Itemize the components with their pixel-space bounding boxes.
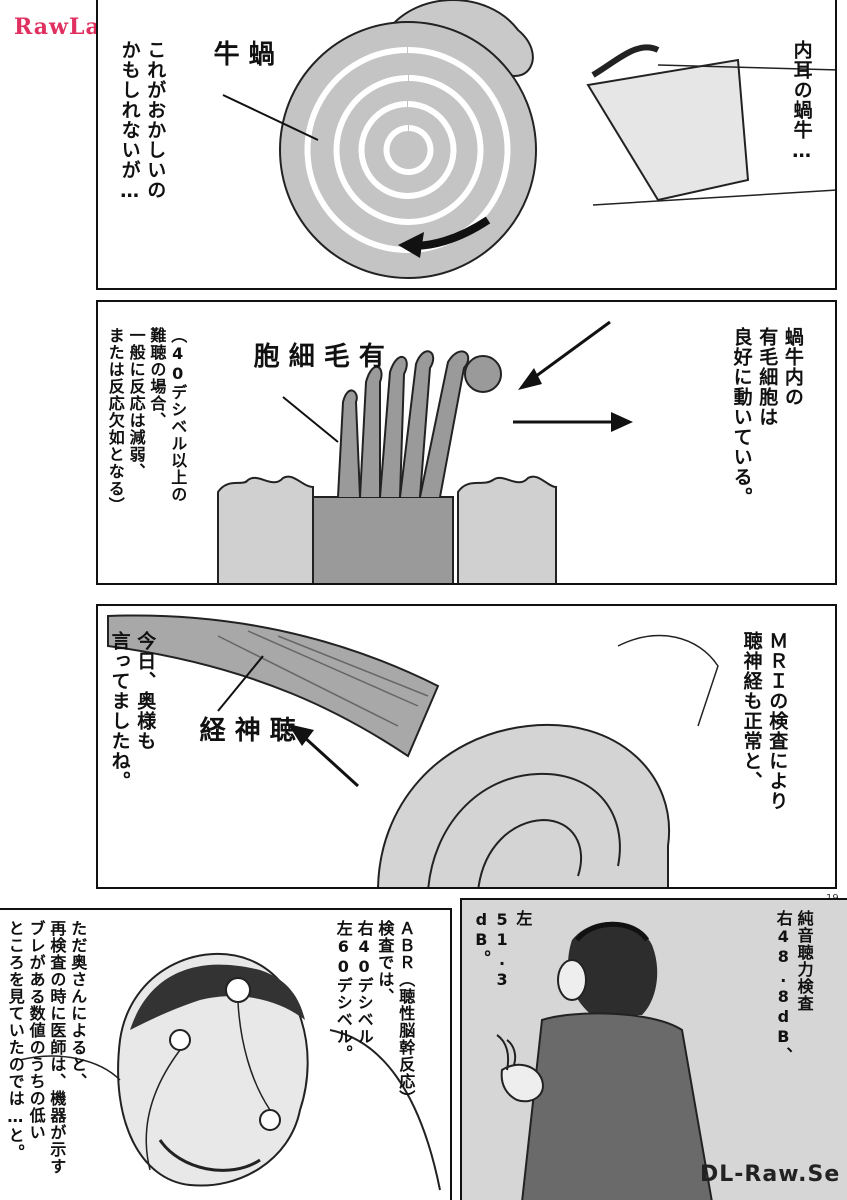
- cochlea-label: 蝸 牛: [209, 40, 275, 67]
- panel-hair-cells: 有 毛 細 胞 （40デシベル以上の 難聴の場合、 一般に反応は減弱、 または反…: [96, 300, 837, 585]
- panel4-left-caption: ただ奥さんによると、 再検査の時に医師は、機器が示す ブレがある数値のうちの低い…: [5, 920, 88, 1175]
- headphone-patient-illustration: [462, 900, 847, 1200]
- cochlea-illustration: [222, 0, 835, 279]
- panel3-right-caption: ＭＲＩの検査により 聴神経も正常と、: [740, 631, 789, 811]
- panel-cochlea: 蝸 牛 これがおかしいの かもしれないが… 内耳の蝸牛…: [96, 0, 837, 290]
- auditory-nerve-label: 聴 神 経: [195, 716, 296, 743]
- panel5-left-caption: 左 51.3 dB。: [471, 910, 533, 990]
- panel-pure-tone-test: 純音聴力検査 右48.8dB、 左 51.3 dB。: [460, 898, 847, 1200]
- abr-caption: ＡＢＲ（聴性脳幹反応） 検査では、 右40デシベル 左60デシベル。: [333, 920, 416, 1107]
- panel2-right-caption: 蝸牛内の 有毛細胞は 良好に動いている。: [730, 327, 804, 507]
- auditory-nerve-illustration: [107, 614, 719, 887]
- panel1-right-caption: 内耳の蝸牛…: [790, 40, 813, 163]
- panel1-left-caption: これがおかしいの かもしれないが…: [118, 40, 167, 203]
- hair-cell-illustration: [217, 320, 633, 583]
- panel3-left-caption: 今日、奥様も 言ってましたね。: [108, 631, 157, 791]
- hair-cell-label: 有 毛 細 胞: [249, 342, 385, 369]
- panel2-note: （40デシベル以上の 難聴の場合、 一般に反応は減弱、 または反応欠如となる）: [105, 327, 188, 514]
- pure-tone-caption: 純音聴力検査 右48.8dB、: [773, 910, 814, 1064]
- panel-abr-test: ＡＢＲ（聴性脳幹反応） 検査では、 右40デシベル 左60デシベル。 ただ奥さん…: [0, 908, 452, 1200]
- patient-illustration: [19, 952, 441, 1191]
- watermark-bottom: DL-Raw.Se: [700, 1162, 841, 1187]
- panel-auditory-nerve: 聴 神 経 今日、奥様も 言ってましたね。 ＭＲＩの検査により 聴神経も正常と、: [96, 604, 837, 889]
